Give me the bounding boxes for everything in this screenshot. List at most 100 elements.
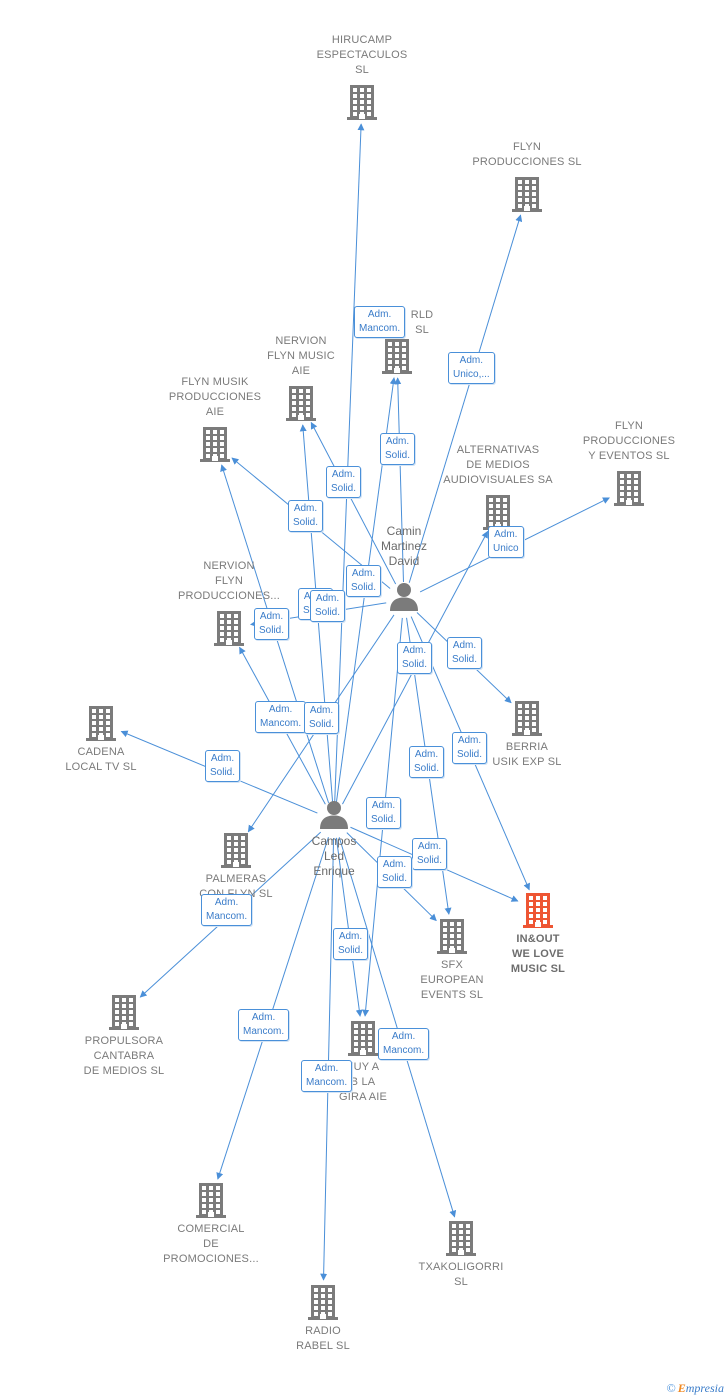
company-label-line: SL [415,324,429,336]
company-label-line: CADENA [77,746,125,758]
relation-badge-campos-sfx[interactable]: Adm.Solid. [377,856,413,888]
person-label-line: Campos [311,834,357,848]
relation-badge-camin-nervion_prod[interactable]: Adm.Solid. [254,608,290,640]
relation-badge-camin-flyn_prod[interactable]: Adm.Unico,... [448,352,495,384]
company-label-line: BERRIA [505,741,549,753]
building-icon[interactable] [521,891,555,929]
company-label-line: HIRUCAMP [331,34,393,46]
company-label-line: TXAKOLIGORRI [418,1261,504,1273]
edge-campos-to-hirucamp [334,123,365,803]
company-label-line: MUSIC SL [510,963,566,975]
building-icon[interactable] [510,699,544,737]
relation-badge-extra[interactable]: Adm.Solid. [366,797,402,829]
company-label-line: DE MEDIOS [466,459,530,471]
relation-badge-campos-cadena[interactable]: Adm.Solid. [205,750,241,782]
relation-badge-campos-comercial[interactable]: Adm.Mancom. [238,1009,290,1041]
company-label-line: FUY A [346,1061,380,1073]
relation-badge-line: Adm. [331,469,356,480]
building-icon[interactable] [345,83,379,121]
relation-badge-camin-berria[interactable]: Adm.Solid. [447,637,483,669]
relation-badge-camin-world[interactable]: Adm.Solid. [380,433,416,465]
relation-badge-camin-flyn_eventos[interactable]: Adm.Unico [488,526,524,558]
relation-badge-line: Solid. [402,659,428,670]
building-icon[interactable] [194,1181,228,1219]
building-icon[interactable] [510,175,544,213]
relation-badge-camin-palmeras[interactable]: Adm.Solid. [397,642,433,674]
relation-badge-line: Adm. [452,640,477,651]
edge-camin-to-nervion_aie [310,421,397,585]
relation-badge-campos-inout[interactable]: Adm.Solid. [412,838,448,870]
person-icon[interactable] [318,798,350,830]
company-label-line: AIE [291,365,311,377]
relation-badge-line: Adm. [214,897,239,908]
company-label-line: FLYN MUSIC [267,350,335,362]
relation-badge-extra[interactable]: Adm.Solid. [310,590,346,622]
relation-badge-line: Adm. [391,1031,416,1042]
relation-badge-campos-radio[interactable]: Adm.Mancom. [301,1060,353,1092]
company-label-line: FLYN [614,420,644,432]
relation-badge-line: Mancom. [206,911,248,922]
relation-badge-campos-txakoligorri[interactable]: Adm.Mancom. [378,1028,430,1060]
relation-badge-line: Solid. [371,814,397,825]
building-icon[interactable] [84,704,118,742]
building-icon[interactable] [444,1219,478,1257]
relation-badge-line: Adm. [338,931,363,942]
relation-badge-campos-nervion_prod[interactable]: Adm.Mancom. [255,701,307,733]
building-icon[interactable] [346,1019,380,1057]
company-label-line: PRODUCCIONES SL [472,156,582,168]
company-label-line: AIE [205,406,225,418]
relation-badge-line: Solid. [259,625,285,636]
building-icon[interactable] [219,831,253,869]
relation-badge-campos-propulsora[interactable]: Adm. Mancom. [201,894,253,926]
company-label-world[interactable]: RLD SL [411,308,434,338]
company-label-line: ESPECTACULOS [316,49,408,61]
relation-badge-camin-flyn_musik[interactable]: Adm.Solid. [346,565,382,597]
relation-badge-campos-nervion_aie[interactable]: Adm.Solid. [288,500,324,532]
building-icon[interactable] [198,425,232,463]
relation-badge-line: Solid. [315,607,341,618]
company-label-line: PALMERAS [205,873,267,885]
company-label-line: AUDIOVISUALES SA [443,474,553,486]
relation-badge-line: Adm. [417,841,442,852]
relation-badge-campos-gira[interactable]: Adm.Solid. [333,928,369,960]
company-label-line: RABEL SL [296,1340,350,1352]
person-label-line: David [388,554,420,568]
building-icon[interactable] [612,469,646,507]
company-label-line: PROMOCIONES... [163,1253,259,1265]
building-icon[interactable] [107,993,141,1031]
relation-badge-line: Adm. [268,704,293,715]
building-icon[interactable] [380,337,414,375]
brand-name: mpresia [685,1381,724,1395]
relation-badge-camin-nervion_aie[interactable]: Adm.Solid. [326,466,362,498]
relation-badge-camin-sfx[interactable]: Adm.Solid. [409,746,445,778]
building-icon[interactable] [435,917,469,955]
building-icon[interactable] [284,384,318,422]
company-label-line: FLYN [214,575,244,587]
company-label-line: RLD [410,309,434,321]
building-icon[interactable] [306,1283,340,1321]
relation-badge-camin-inout[interactable]: Adm.Solid. [452,732,488,764]
relation-badge-line: Solid. [414,763,440,774]
building-icon[interactable] [212,609,246,647]
relation-badge-campos-hirucamp[interactable]: Adm.Mancom. [354,306,406,338]
relation-badge-extra[interactable]: Adm.Solid. [304,702,340,734]
person-icon[interactable] [388,580,420,612]
